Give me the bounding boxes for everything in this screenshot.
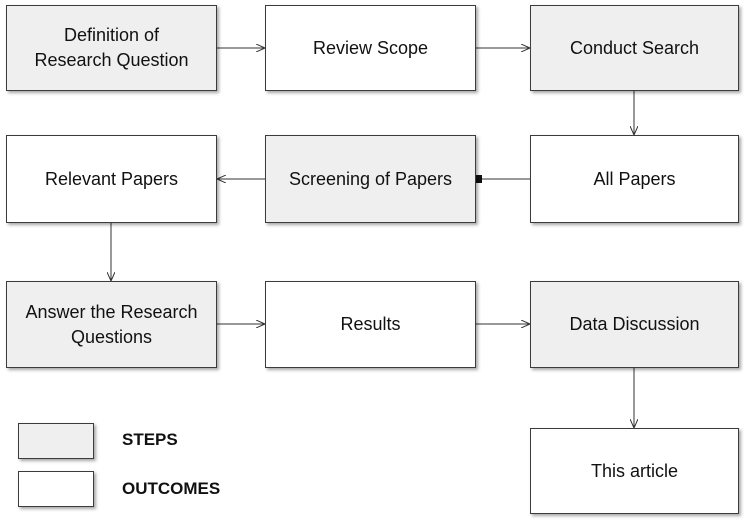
node-definition-of-research-question: Definition of Research Question (6, 5, 217, 91)
arrow-all-papers-to-screening-head (476, 175, 482, 183)
node-relevant-papers: Relevant Papers (6, 135, 217, 223)
node-review-scope: Review Scope (265, 5, 476, 91)
legend-steps-swatch (18, 423, 94, 459)
legend-steps-label: STEPS (122, 430, 178, 449)
node-conduct-search: Conduct Search (530, 5, 739, 91)
legend-outcomes-swatch (18, 471, 94, 507)
node-screening-of-papers: Screening of Papers (265, 135, 476, 223)
legend-outcomes-label: OUTCOMES (122, 479, 221, 498)
node-all-papers: All Papers (530, 135, 739, 223)
node-results: Results (265, 281, 476, 368)
node-this-article: This article (530, 428, 739, 514)
node-answer-the-research-questions: Answer the Research Questions (6, 281, 217, 368)
node-data-discussion: Data Discussion (530, 281, 739, 368)
